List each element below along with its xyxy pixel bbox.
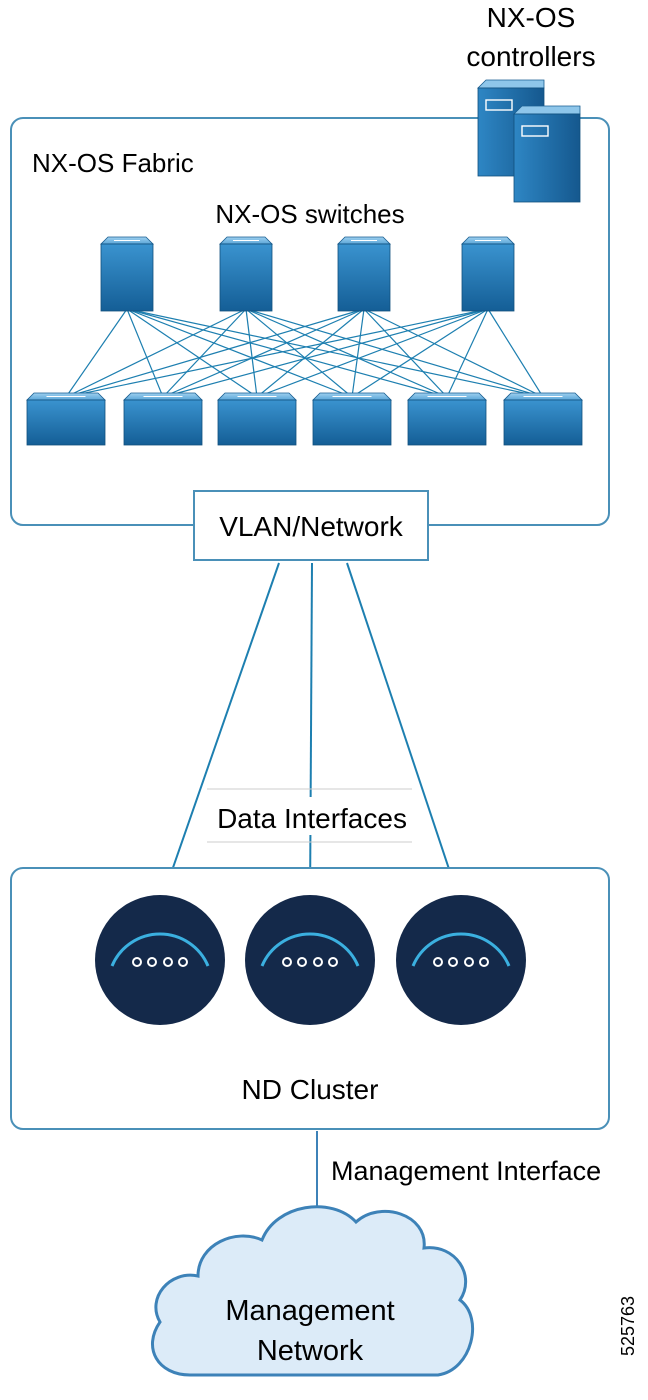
controller-2-server-icon xyxy=(513,105,581,203)
fabric-link-spine-4-leaf-2 xyxy=(162,308,489,398)
fabric-link-spine-1-leaf-5 xyxy=(126,308,448,398)
data-interface-links xyxy=(159,562,462,906)
leaf-6-switch-icon xyxy=(503,392,583,446)
fabric-link-spine-3-leaf-1 xyxy=(65,308,365,398)
management-network-cloud xyxy=(150,1205,475,1377)
fabric-link-spine-2-leaf-2 xyxy=(162,308,247,398)
nd-node-3-icon xyxy=(396,895,526,1025)
fabric-link-spine-1-leaf-2 xyxy=(126,308,164,398)
fabric-link-spine-4-leaf-5 xyxy=(446,308,489,398)
fabric-link-spine-4-leaf-3 xyxy=(256,308,489,398)
leaf-1-switch-icon xyxy=(26,392,106,446)
spine-3-switch-icon xyxy=(337,236,391,312)
data-link-1 xyxy=(159,562,280,906)
fabric-link-spine-1-leaf-4 xyxy=(126,308,353,398)
leaf-4-switch-icon xyxy=(312,392,392,446)
fabric-link-spine-2-leaf-6 xyxy=(245,308,544,398)
fabric-link-spine-1-leaf-6 xyxy=(126,308,544,398)
fabric-link-spine-2-leaf-3 xyxy=(245,308,258,398)
fabric-link-spine-2-leaf-4 xyxy=(245,308,353,398)
nd-node-1-icon xyxy=(95,895,225,1025)
nd-cluster-label: ND Cluster xyxy=(242,1074,379,1105)
spine-1-switch-icon xyxy=(100,236,154,312)
fabric-link-spine-4-leaf-6 xyxy=(487,308,544,398)
fabric-link-spine-3-leaf-2 xyxy=(162,308,365,398)
fabric-link-spine-2-leaf-1 xyxy=(65,308,247,398)
management-network-label-line2: Network xyxy=(257,1335,364,1367)
data-interfaces-label: Data Interfaces xyxy=(217,803,407,834)
nd-node-2-icon xyxy=(245,895,375,1025)
vlan-network-box xyxy=(193,490,429,561)
controllers-label-line2: controllers xyxy=(466,41,595,72)
management-network-label-line1: Management xyxy=(225,1295,394,1327)
fabric-link-spine-2-leaf-5 xyxy=(245,308,448,398)
fabric-link-spine-3-leaf-3 xyxy=(256,308,365,398)
fabric-link-spine-1-leaf-1 xyxy=(65,308,128,398)
switches-label: NX-OS switches xyxy=(215,199,404,229)
data-link-3 xyxy=(346,562,462,906)
figure-id: 525763 xyxy=(618,1296,638,1356)
spine-4-switch-icon xyxy=(461,236,515,312)
fabric-links xyxy=(65,308,544,398)
vlan-network-label: VLAN/Network xyxy=(219,511,404,542)
fabric-label: NX-OS Fabric xyxy=(32,148,194,178)
management-interface-label: Management Interface xyxy=(331,1156,601,1186)
data-link-2 xyxy=(309,562,313,906)
leaf-3-switch-icon xyxy=(217,392,297,446)
leaf-5-switch-icon xyxy=(407,392,487,446)
fabric-link-spine-3-leaf-5 xyxy=(363,308,448,398)
fabric-link-spine-4-leaf-4 xyxy=(351,308,489,398)
controllers-label-line1: NX-OS xyxy=(487,2,576,33)
fabric-link-spine-4-leaf-1 xyxy=(65,308,489,398)
spine-2-switch-icon xyxy=(219,236,273,312)
leaf-2-switch-icon xyxy=(123,392,203,446)
fabric-link-spine-1-leaf-3 xyxy=(126,308,258,398)
fabric-link-spine-3-leaf-4 xyxy=(351,308,365,398)
fabric-link-spine-3-leaf-6 xyxy=(363,308,544,398)
